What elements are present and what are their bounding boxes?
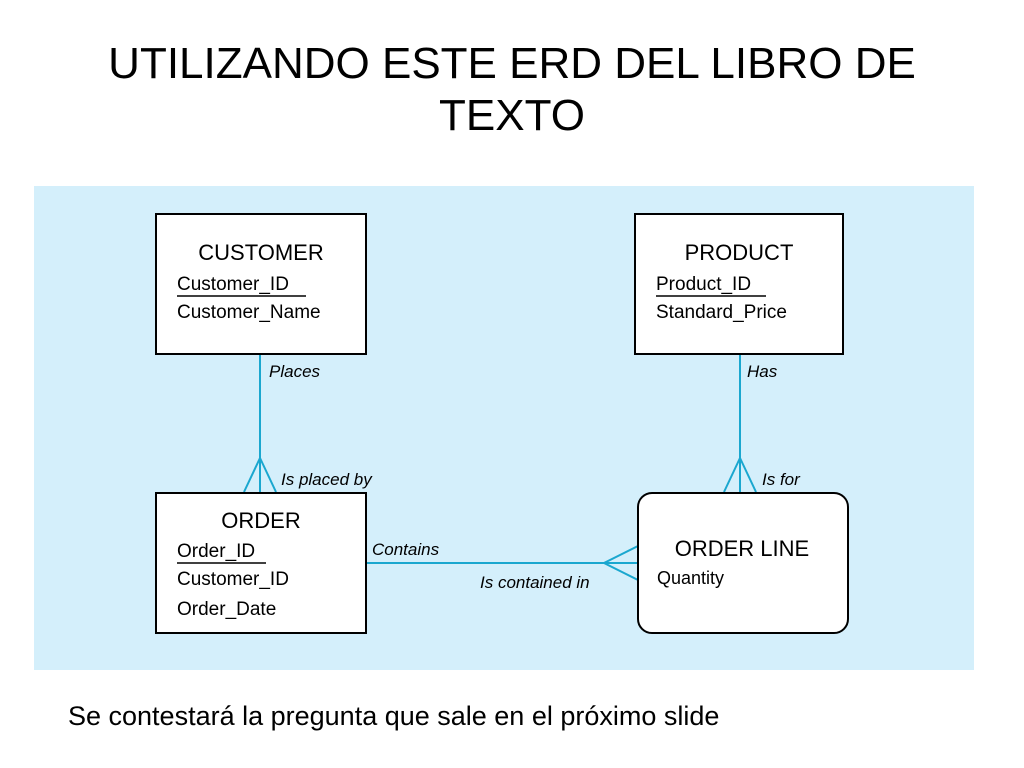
entity-product[interactable]: PRODUCT Product_ID Standard_Price bbox=[634, 213, 844, 355]
erd-diagram: Places Is placed by Has Is for Contains … bbox=[34, 186, 974, 670]
slide-caption: Se contestará la pregunta que sale en el… bbox=[68, 701, 720, 731]
slide-title: UTILIZANDO ESTE ERD DEL LIBRO DE TEXTO bbox=[0, 38, 1024, 142]
entity-customer[interactable]: CUSTOMER Customer_ID Customer_Name bbox=[155, 213, 367, 355]
entity-box bbox=[155, 213, 367, 355]
crows-foot-top bbox=[603, 545, 639, 564]
entity-name: CUSTOMER bbox=[198, 240, 324, 265]
entity-attribute: Order_Date bbox=[177, 599, 276, 620]
crows-foot-left bbox=[243, 457, 261, 493]
entity-attribute-primary-key: Product_ID bbox=[656, 274, 751, 295]
slide-title-line-1: UTILIZANDO ESTE ERD DEL LIBRO DE bbox=[108, 39, 916, 88]
entity-attribute: Standard_Price bbox=[656, 302, 787, 323]
relationship-product-orderline: Has Is for bbox=[723, 354, 801, 493]
entity-box bbox=[637, 492, 849, 634]
entity-name: PRODUCT bbox=[685, 240, 794, 265]
relationship-order-orderline: Contains Is contained in bbox=[366, 540, 639, 592]
entity-name: ORDER bbox=[221, 508, 300, 533]
crows-foot-right bbox=[259, 457, 277, 493]
relationship-label-is-contained-in: Is contained in bbox=[480, 573, 590, 592]
relationship-label-is-for: Is for bbox=[762, 470, 801, 489]
entity-attribute: Customer_ID bbox=[177, 569, 289, 590]
entity-order-line[interactable]: ORDER LINE Quantity bbox=[637, 492, 849, 634]
relationship-label-is-placed-by: Is placed by bbox=[281, 470, 373, 489]
erd-canvas: Places Is placed by Has Is for Contains … bbox=[155, 213, 849, 634]
entity-attribute-primary-key: Order_ID bbox=[177, 541, 255, 562]
slide-title-line-2: TEXTO bbox=[439, 91, 585, 140]
entity-name: ORDER LINE bbox=[675, 536, 809, 561]
entity-box bbox=[634, 213, 844, 355]
crows-foot-bottom bbox=[603, 562, 639, 581]
relationship-label-places: Places bbox=[269, 362, 321, 381]
relationship-label-contains: Contains bbox=[372, 540, 440, 559]
relationship-customer-order: Places Is placed by bbox=[243, 354, 373, 493]
entity-attribute: Quantity bbox=[657, 568, 724, 588]
entity-order[interactable]: ORDER Order_ID Customer_ID Order_Date bbox=[155, 492, 367, 634]
crows-foot-left bbox=[723, 457, 741, 493]
entity-attribute-primary-key: Customer_ID bbox=[177, 274, 289, 295]
entity-attribute: Customer_Name bbox=[177, 302, 321, 323]
relationship-label-has: Has bbox=[747, 362, 778, 381]
crows-foot-right bbox=[739, 457, 757, 493]
